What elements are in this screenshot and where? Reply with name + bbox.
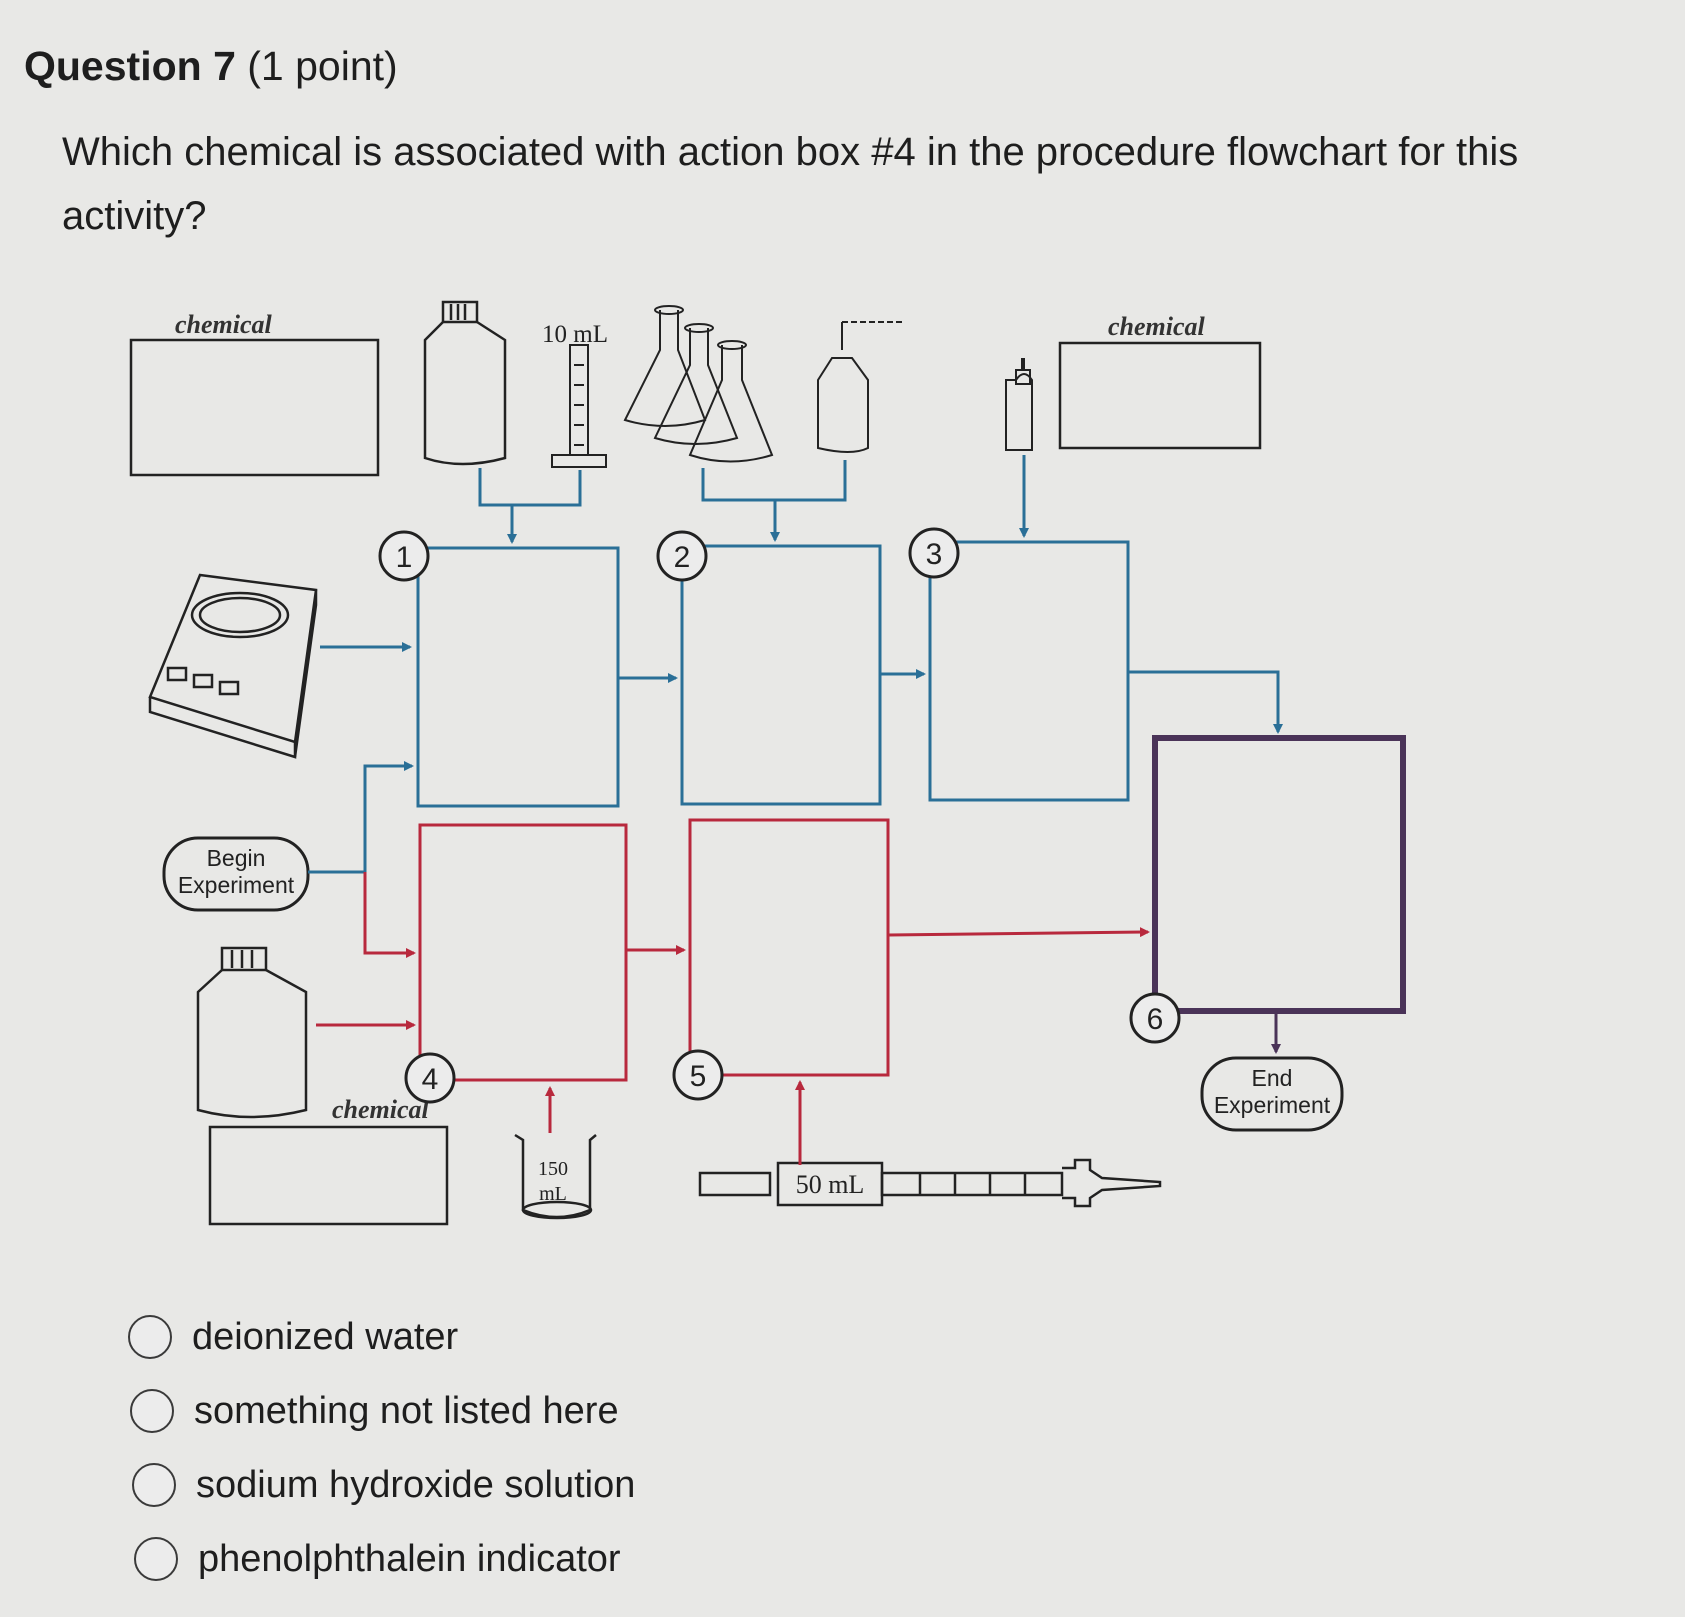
beaker-volume-line1: 150 [538,1158,568,1180]
action-box-1 [416,546,620,808]
question-title: Question 7 (1 point) [24,42,398,90]
action-box-4 [418,823,628,1082]
svg-text:6: 6 [1147,1003,1164,1036]
step-circle-5: 5 [672,1049,724,1101]
radio-something-not-listed[interactable] [130,1389,174,1433]
chemical-label-top-right: chemical [1108,312,1206,341]
svg-text:5: 5 [690,1060,707,1093]
beaker-icon [514,1133,597,1220]
option-sodium-hydroxide[interactable]: sodium hydroxide solution [132,1448,635,1522]
balance-icon [148,573,318,759]
question-number: Question 7 [24,43,236,89]
reagent-bottle-bottom-icon [196,946,308,1119]
radio-sodium-hydroxide[interactable] [132,1463,176,1507]
chemical-label-top-left: chemical [175,310,273,339]
chemical-box-bottom [208,1125,449,1226]
beaker-volume-line2: mL [539,1183,567,1205]
step-circle-4: 4 [404,1052,456,1104]
option-label: deionized water [192,1316,459,1358]
radio-phenolphthalein[interactable] [134,1537,178,1581]
answer-options: deionized water something not listed her… [128,1300,635,1596]
svg-text:3: 3 [926,538,943,571]
graduated-cylinder-icon [551,344,607,468]
dropper-bottle-icon [1005,358,1033,451]
svg-text:4: 4 [422,1063,439,1096]
chemical-label-bottom: chemical [332,1095,430,1124]
reagent-bottle-icon [423,300,507,466]
erlenmeyer-flasks-icon [623,305,774,463]
end-experiment-terminal [1200,1056,1344,1132]
radio-deionized-water[interactable] [128,1315,172,1359]
end-line2: Experiment [1214,1092,1331,1118]
step-circle-3: 3 [908,527,960,579]
action-box-2 [680,544,882,806]
chemical-box-top-left [129,338,380,477]
option-label: something not listed here [194,1390,619,1432]
red-connectors [316,872,1150,1165]
question-points: (1 point) [247,43,398,89]
option-something-not-listed[interactable]: something not listed here [130,1374,635,1448]
option-deionized-water[interactable]: deionized water [128,1300,635,1374]
cylinder-volume-label: 10 mL [542,321,608,348]
end-line1: End [1252,1065,1293,1091]
action-box-5 [688,818,890,1077]
question-text: Which chemical is associated with action… [62,130,1519,238]
option-phenolphthalein[interactable]: phenolphthalein indicator [134,1522,635,1596]
option-label: phenolphthalein indicator [198,1538,621,1580]
step-circle-1: 1 [378,530,430,582]
action-box-6 [1152,735,1406,1014]
wash-bottle-icon [817,321,905,453]
begin-line2: Experiment [178,872,295,898]
action-box-3 [928,540,1130,802]
chemical-box-top-right [1058,341,1262,450]
syringe-icon [698,1158,1162,1208]
begin-line1: Begin [207,845,266,871]
step-circle-2: 2 [656,530,708,582]
syringe-volume-label: 50 mL [796,1170,865,1199]
svg-text:2: 2 [674,541,691,574]
svg-text:1: 1 [396,541,413,574]
step-circle-6: 6 [1129,992,1181,1044]
blue-connectors [308,455,1283,874]
begin-experiment-terminal [162,836,310,912]
option-label: sodium hydroxide solution [196,1464,636,1506]
